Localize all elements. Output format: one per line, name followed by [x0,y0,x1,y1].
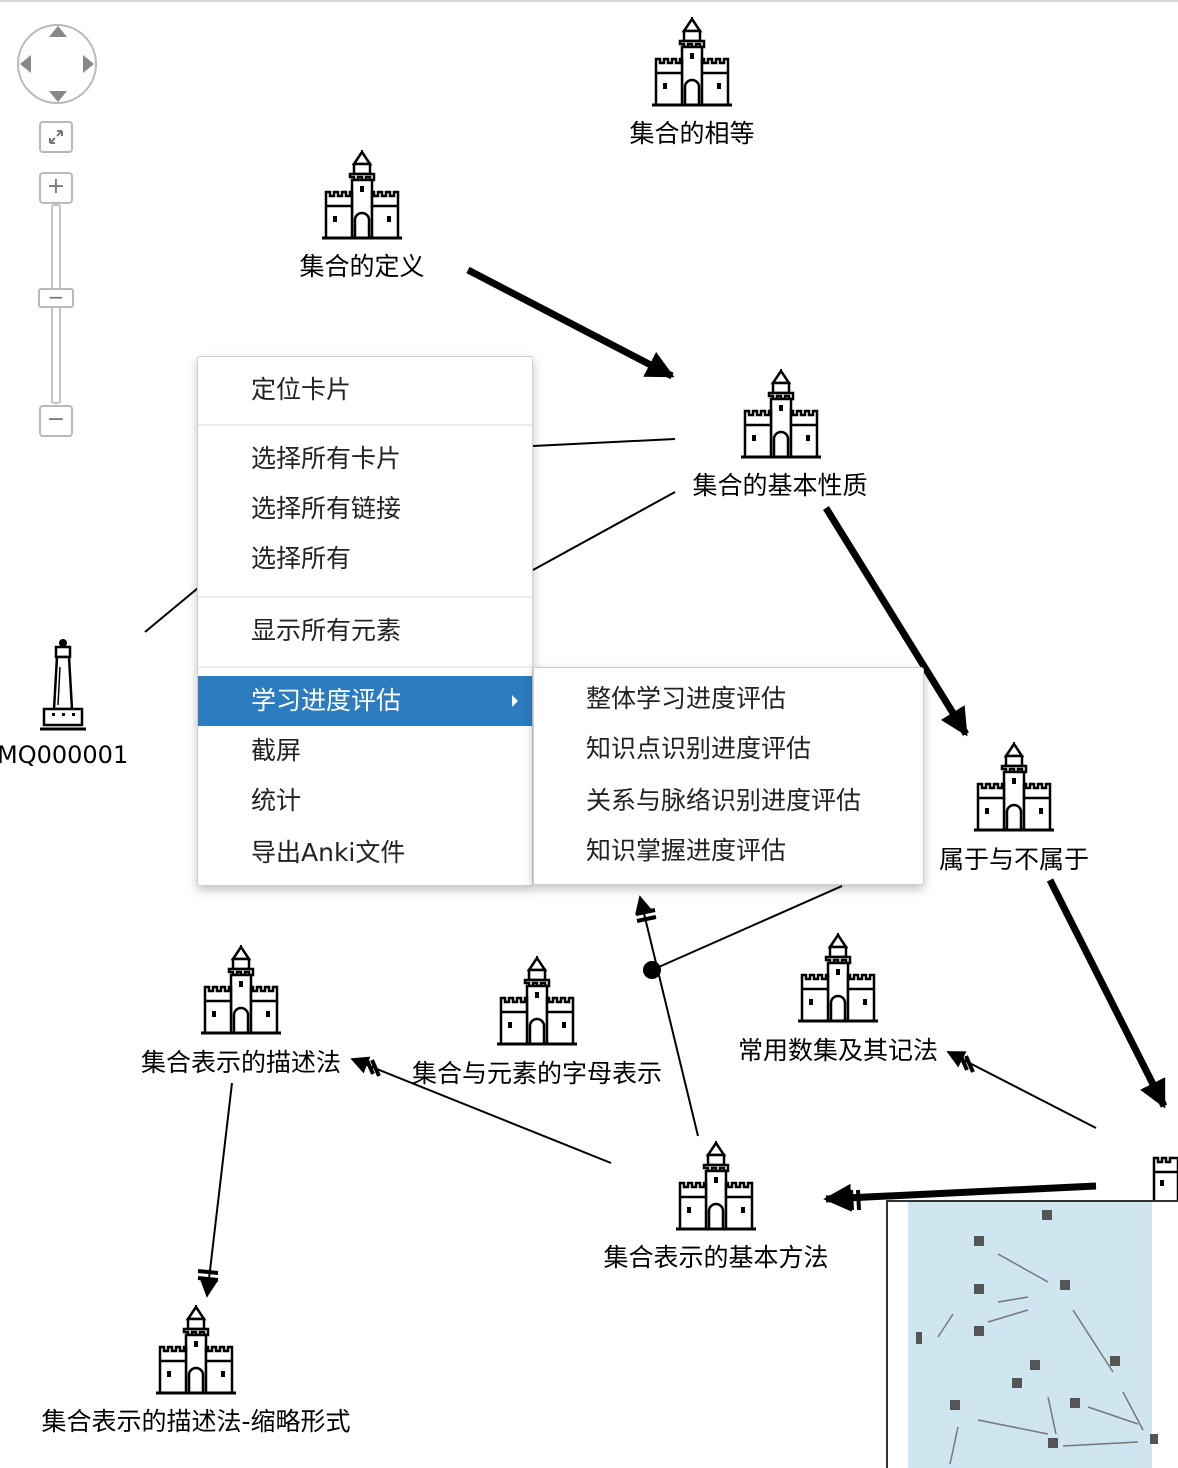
node-label-letter-notation[interactable]: 集合与元素的字母表示 [411,1059,663,1088]
minimap-graph [916,1210,1158,1465]
node-label-set-definition[interactable]: 集合的定义 [299,252,425,281]
menu-item-screenshot[interactable]: 截屏 [251,736,302,765]
edge-basic-methods-to-notation[interactable] [635,895,699,1137]
edge-bar-marks [197,908,975,1282]
submenu-item-relations[interactable]: 关系与脉络识别进度评估 [586,786,862,815]
node-label-description-abbrev[interactable]: 集合表示的描述法-缩略形式 [41,1407,351,1436]
submenu-item-mastery[interactable]: 知识掌握进度评估 [586,836,787,865]
node-label-membership[interactable]: 属于与不属于 [938,845,1090,874]
fit-view-button[interactable] [39,121,73,153]
node-label-description-method[interactable]: 集合表示的描述法 [140,1048,342,1077]
edge-description-to-abbrev[interactable] [199,1082,233,1298]
pan-down-icon[interactable] [49,91,67,102]
top-border [0,0,1178,2]
menu-item-export-anki[interactable]: 导出Anki文件 [251,838,406,867]
edge-properties-to-membership[interactable] [823,506,969,737]
learning-progress-submenu: 整体学习进度评估 知识点识别进度评估 关系与脉络识别进度评估 知识掌握进度评估 [533,667,924,885]
edge-offscreen-to-number-sets[interactable] [946,1051,1097,1129]
node-label-tower[interactable]: MQ000001 [0,741,129,769]
zoom-out-button[interactable]: − [39,405,73,437]
context-menu: 定位卡片 选择所有卡片 选择所有链接 选择所有 显示所有元素 学习进度评估 截屏… [197,356,533,886]
castle-icon[interactable] [676,1141,756,1233]
zoom-in-button[interactable]: + [39,172,73,204]
menu-divider [198,596,532,598]
node-label-number-sets[interactable]: 常用数集及其记法 [737,1036,939,1065]
edge-definition-to-properties[interactable] [466,266,675,380]
castle-icon[interactable] [322,150,402,242]
menu-item-learning-progress-label: 学习进度评估 [251,686,402,715]
node-label-set-equality[interactable]: 集合的相等 [629,119,755,148]
edge-menu-line-2[interactable] [532,491,676,571]
pan-right-icon[interactable] [83,55,94,73]
castle-icon[interactable] [1150,1120,1178,1204]
edge-membership-to-offscreen[interactable] [1046,878,1168,1109]
menu-item-select-all-cards[interactable]: 选择所有卡片 [251,444,402,473]
castle-icon[interactable] [156,1305,236,1397]
menu-divider [198,666,532,668]
menu-item-locate-card[interactable]: 定位卡片 [251,375,352,404]
edge-basic-methods-to-description[interactable] [350,1056,612,1164]
menu-divider [198,424,532,426]
menu-item-show-all-elements[interactable]: 显示所有元素 [251,616,402,645]
edge-junction-dot [643,961,661,979]
edge-menu-line-1[interactable] [532,438,676,447]
menu-item-statistics[interactable]: 统计 [251,786,302,815]
menu-item-select-all-links[interactable]: 选择所有链接 [251,494,402,523]
castle-icon[interactable] [497,956,577,1048]
menu-item-select-all[interactable]: 选择所有 [251,544,352,573]
castle-icon[interactable] [741,369,821,461]
pan-left-icon[interactable] [20,55,31,73]
tower-icon[interactable] [38,637,88,733]
castle-icon[interactable] [798,933,878,1025]
pan-up-icon[interactable] [49,26,67,37]
zoom-slider-handle[interactable]: − [38,287,74,308]
node-label-basic-methods[interactable]: 集合表示的基本方法 [603,1243,829,1272]
menu-item-learning-progress[interactable]: 学习进度评估 [198,676,532,726]
edge-offscreen-to-basic-methods[interactable] [823,1182,1097,1212]
submenu-item-knowledge-point[interactable]: 知识点识别进度评估 [586,734,812,763]
minimap[interactable] [886,1200,1178,1468]
node-label-set-properties[interactable]: 集合的基本性质 [692,471,868,500]
edge-tower-link[interactable] [144,587,199,633]
castle-icon[interactable] [652,17,732,109]
minimap-viewport[interactable] [908,1202,1152,1468]
edge-junction-to-menu[interactable] [651,885,843,971]
pan-control[interactable] [17,24,97,104]
submenu-item-overall-progress[interactable]: 整体学习进度评估 [586,684,787,713]
submenu-arrow-icon [512,695,518,707]
castle-icon[interactable] [974,742,1054,834]
expand-icon [49,130,63,144]
castle-icon[interactable] [201,945,281,1037]
